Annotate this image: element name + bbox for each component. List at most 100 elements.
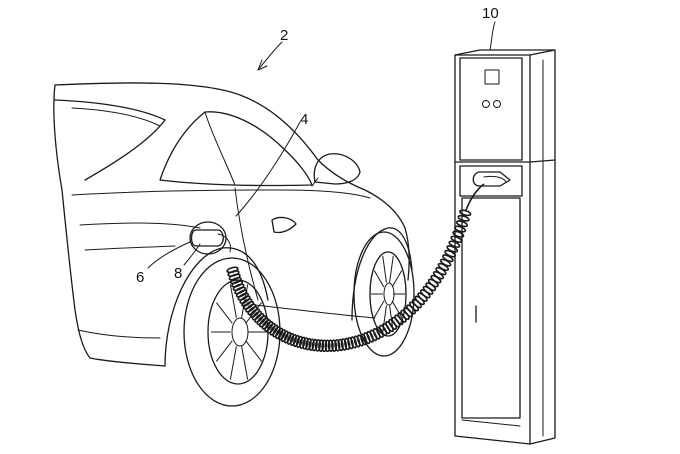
cable-coil	[295, 335, 303, 349]
car-mirror-stem	[311, 177, 319, 187]
cable-coil	[353, 335, 361, 348]
station-button-right	[493, 100, 501, 108]
cable-coil	[239, 295, 251, 304]
station-socket	[472, 171, 511, 187]
leader-lines	[147, 21, 496, 269]
station-lower-door	[461, 197, 521, 419]
cable-coil	[331, 339, 338, 352]
front-wheel-spoke	[373, 300, 385, 318]
cable-coil	[259, 317, 269, 328]
rear-wheel-spoke	[229, 284, 237, 318]
car-lower-crease	[84, 245, 176, 251]
cable-coil	[311, 338, 318, 352]
car-rear-bumper	[77, 329, 161, 339]
rear-wheel-spoke	[229, 346, 237, 380]
cable-coil	[340, 338, 348, 351]
car-rear-outline	[53, 84, 166, 367]
car-side-vent	[271, 216, 297, 234]
cable-coil	[261, 319, 271, 330]
cable-coil	[231, 280, 244, 288]
rear-wheel-spoke	[241, 346, 249, 380]
cable-coil	[314, 339, 322, 352]
cable-coil	[366, 330, 374, 343]
front-wheel-spoke	[389, 255, 394, 283]
cable-coil	[272, 326, 281, 338]
car-rear-deck-inner	[71, 107, 161, 127]
cable-coil	[283, 331, 292, 344]
station-screen	[484, 69, 500, 85]
leader-port	[147, 241, 191, 269]
station-housing-side	[529, 49, 556, 445]
label-plug: 8	[174, 265, 182, 282]
leader-station	[489, 21, 496, 51]
cable-coil	[321, 339, 328, 353]
front-wheel-spoke	[391, 300, 403, 318]
cable-coil	[243, 300, 255, 310]
car-front-rim	[369, 251, 407, 337]
charging-cable	[226, 183, 485, 353]
cable-coil	[247, 305, 258, 316]
car-rear-tire	[183, 257, 281, 407]
cable-coil	[363, 332, 371, 345]
cable-coil	[289, 333, 298, 346]
cable-coil	[275, 327, 284, 340]
leader-plug	[183, 243, 201, 266]
car-side-crease	[79, 222, 201, 229]
charging-port-assembly	[189, 221, 231, 255]
station-housing-top	[454, 49, 556, 56]
cable-coil	[237, 292, 249, 301]
cable-coil	[286, 332, 295, 345]
cable-coil	[277, 329, 287, 341]
cable-coil	[343, 337, 351, 351]
cable-coil	[235, 289, 248, 298]
car-door-line	[234, 187, 259, 301]
cable-coil	[269, 324, 279, 336]
car-rear-deck	[54, 99, 166, 181]
rear-wheel-spoke	[215, 340, 233, 362]
front-wheel-spoke	[391, 270, 403, 288]
station-base	[461, 419, 521, 427]
cable-coil	[302, 337, 309, 350]
cable-coil	[350, 336, 358, 349]
label-charging-port: 6	[136, 269, 144, 286]
car-side-window	[159, 111, 313, 187]
car-roof-outline	[54, 82, 410, 281]
station-button-left	[482, 100, 490, 108]
cable-coil	[256, 315, 267, 326]
leader-vehicle	[257, 41, 283, 71]
car	[53, 82, 415, 407]
front-wheel-spoke	[373, 270, 385, 288]
cable-coil	[334, 339, 341, 352]
rear-wheel-spoke	[245, 340, 263, 362]
label-vehicle: 2	[280, 27, 288, 44]
cable-coil	[264, 321, 274, 332]
cable-coil	[245, 303, 257, 313]
charging-plug-handle	[217, 233, 231, 253]
charging-port-flap	[189, 221, 227, 255]
charging-station	[454, 49, 556, 445]
cable-coil	[459, 209, 472, 217]
cable-coil	[356, 334, 364, 347]
leader-vehicle-arrow	[257, 59, 268, 71]
cable-coil	[452, 230, 465, 238]
station-ledge	[454, 159, 556, 163]
station-socket-panel	[459, 165, 523, 197]
station-display-panel	[459, 57, 523, 161]
cable-coil	[254, 312, 265, 323]
station-housing-front	[454, 54, 531, 445]
car-front-tire	[353, 231, 415, 357]
cable-coil	[241, 298, 253, 307]
cable-coil	[446, 245, 459, 253]
cable-coil	[318, 339, 325, 352]
car-shoulder-line	[71, 189, 371, 199]
cable-coil	[457, 214, 470, 222]
front-wheel-spoke	[382, 255, 387, 283]
car-rear-hub	[231, 317, 249, 347]
cable-coil	[299, 336, 306, 349]
car-front-wheel-arch	[351, 227, 413, 321]
car-front-wheel-spokes	[371, 255, 405, 333]
charging-plug	[190, 229, 224, 247]
cable-coil	[324, 339, 331, 353]
label-body-panel: 4	[300, 111, 308, 128]
car-window-pillar	[204, 111, 236, 186]
